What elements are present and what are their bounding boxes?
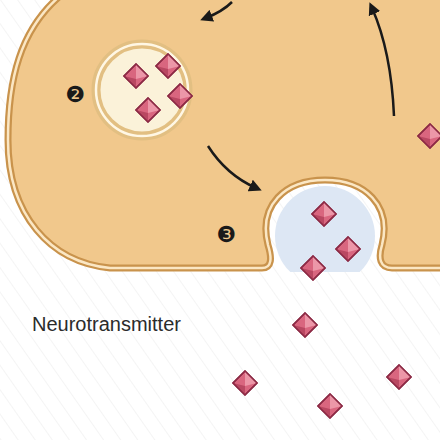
neurotransmitter-molecules — [233, 124, 440, 418]
callout-number: ❷ — [65, 82, 85, 107]
axon-terminal — [8, 0, 440, 268]
callout-number-holder: ❷ — [65, 84, 85, 106]
part-label: Neurotransmitter — [32, 313, 181, 335]
callout-number: ❸ — [216, 222, 236, 247]
synaptic-vesicle — [96, 44, 192, 136]
part-label-holder: Neurotransmitter — [32, 313, 181, 335]
callout-number-holder: ❸ — [216, 224, 236, 246]
synaptic-cleft-pocket — [275, 186, 375, 272]
process-arrows — [206, 2, 394, 188]
